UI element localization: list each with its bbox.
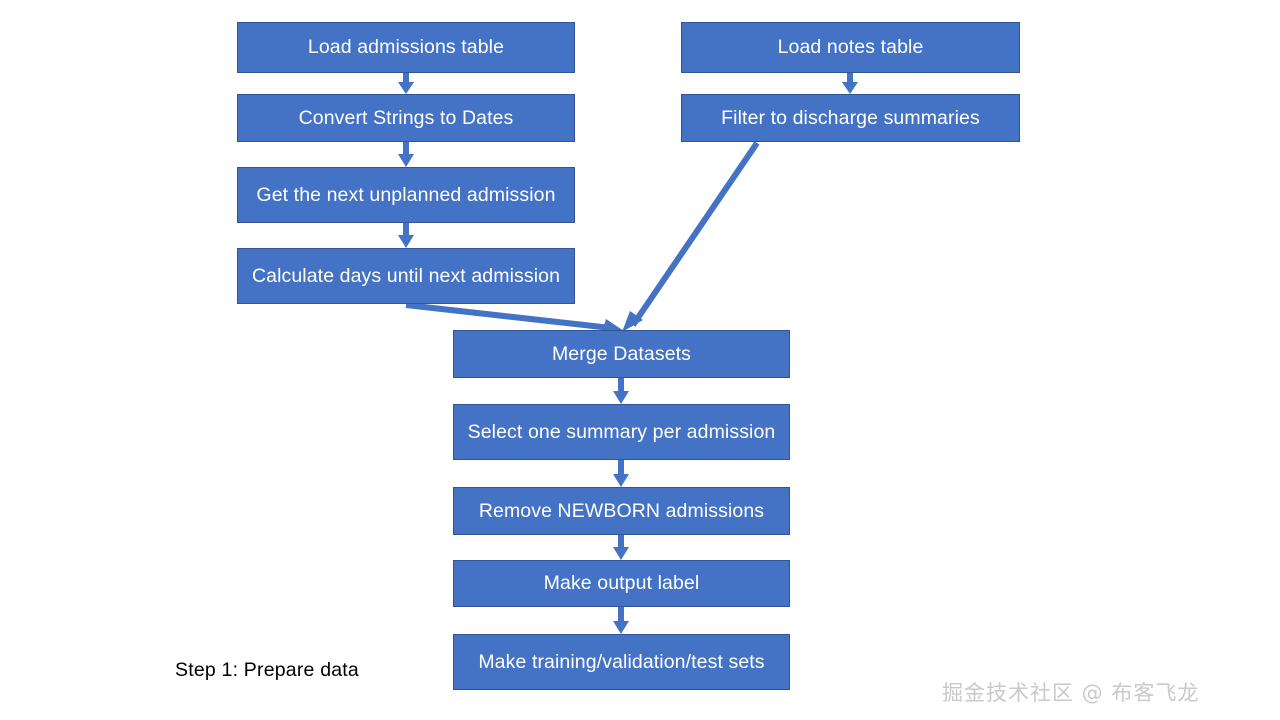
- node-calculate-days-until-next-admission[interactable]: Calculate days until next admission: [237, 248, 575, 304]
- node-make-train-val-test-sets[interactable]: Make training/validation/test sets: [453, 634, 790, 690]
- node-get-next-unplanned-admission[interactable]: Get the next unplanned admission: [237, 167, 575, 223]
- node-label: Convert Strings to Dates: [298, 106, 514, 129]
- node-remove-newborn-admissions[interactable]: Remove NEWBORN admissions: [453, 487, 790, 535]
- node-load-notes-table[interactable]: Load notes table: [681, 22, 1020, 73]
- arrow-select-to-remove-newborn: [613, 460, 629, 487]
- arrow-load-notes-to-filter: [842, 73, 858, 94]
- node-label: Make training/validation/test sets: [478, 650, 765, 673]
- node-label: Filter to discharge summaries: [721, 106, 980, 129]
- node-label: Get the next unplanned admission: [256, 183, 556, 206]
- watermark: 掘金技术社区 @ 布客飞龙: [942, 681, 1200, 705]
- node-select-one-summary-per-admission[interactable]: Select one summary per admission: [453, 404, 790, 460]
- node-label: Select one summary per admission: [467, 420, 776, 443]
- diagram-caption: Step 1: Prepare data: [175, 659, 359, 681]
- node-label: Load admissions table: [307, 36, 505, 59]
- arrow-make-label-to-make-sets: [613, 607, 629, 634]
- node-filter-to-discharge-summaries[interactable]: Filter to discharge summaries: [681, 94, 1020, 142]
- node-load-admissions-table[interactable]: Load admissions table: [237, 22, 575, 73]
- node-make-output-label[interactable]: Make output label: [453, 560, 790, 607]
- node-convert-strings-to-dates[interactable]: Convert Strings to Dates: [237, 94, 575, 142]
- arrow-load-admissions-to-convert: [398, 73, 414, 94]
- arrow-filter-to-merge: [622, 141, 760, 332]
- node-label: Make output label: [543, 572, 700, 595]
- arrow-remove-newborn-to-make-label: [613, 535, 629, 560]
- node-merge-datasets[interactable]: Merge Datasets: [453, 330, 790, 378]
- arrow-merge-to-select: [613, 378, 629, 404]
- node-label: Remove NEWBORN admissions: [478, 499, 765, 522]
- arrow-get-next-to-calculate: [398, 223, 414, 248]
- node-label: Calculate days until next admission: [251, 264, 561, 287]
- node-label: Load notes table: [777, 36, 924, 59]
- arrow-convert-to-get-next: [398, 142, 414, 167]
- node-label: Merge Datasets: [551, 342, 692, 365]
